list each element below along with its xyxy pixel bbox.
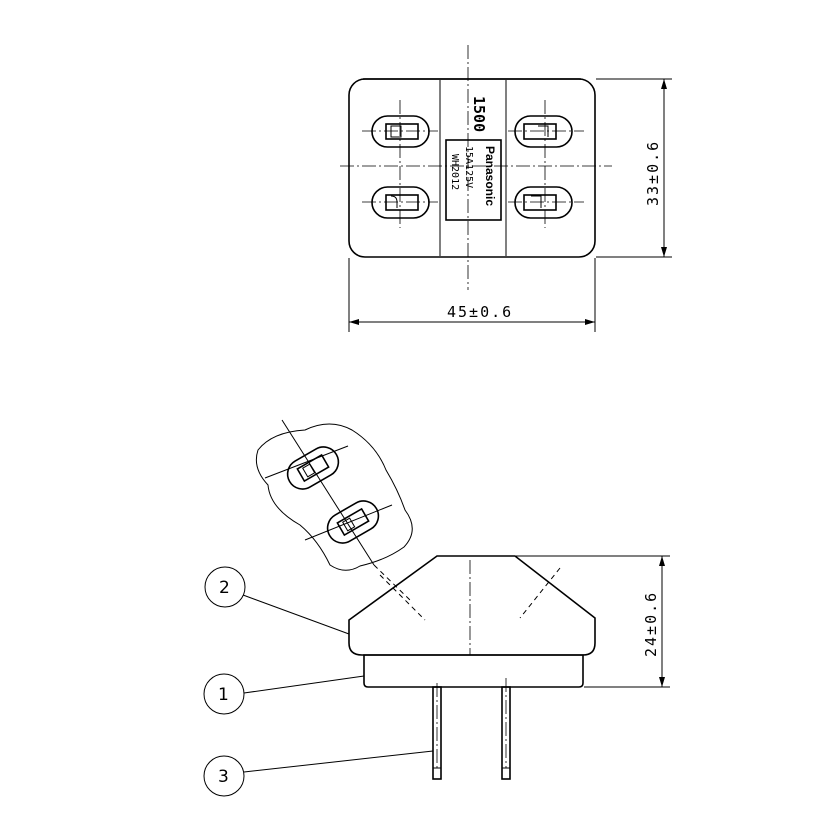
rating-label: 15A125V bbox=[463, 146, 474, 188]
product-code: 1500 bbox=[470, 96, 488, 132]
detail-outlet-slot bbox=[326, 500, 380, 544]
outlet-slot bbox=[371, 186, 430, 219]
detail-view bbox=[255, 419, 413, 601]
plug-pin bbox=[501, 678, 511, 780]
svg-text:1: 1 bbox=[218, 685, 229, 705]
width-dimension: 45±0.6 bbox=[447, 303, 513, 321]
detail-outline bbox=[255, 423, 413, 571]
model-label: WH2012 bbox=[449, 154, 460, 190]
callout-3: 3 bbox=[203, 750, 434, 797]
side-view: 24±0.6 bbox=[348, 555, 670, 780]
side-height-dimension: 24±0.6 bbox=[642, 591, 660, 657]
outlet-slot bbox=[371, 115, 430, 148]
svg-text:3: 3 bbox=[218, 767, 229, 787]
base-part bbox=[363, 654, 584, 688]
callout-1: 1 bbox=[203, 673, 365, 715]
outlet-slot bbox=[514, 115, 573, 148]
callout-2: 2 bbox=[204, 566, 350, 635]
height-dimension: 33±0.6 bbox=[644, 140, 662, 206]
svg-text:2: 2 bbox=[219, 578, 230, 598]
top-view: 1500 Panasonic 15A125V WH2012 45±0.6 33±… bbox=[340, 45, 672, 332]
outlet-slot bbox=[514, 186, 573, 219]
detail-outlet-slot bbox=[286, 446, 340, 490]
brand-label: Panasonic bbox=[483, 146, 497, 206]
label-plate bbox=[445, 139, 502, 221]
plug-pin bbox=[432, 683, 442, 780]
